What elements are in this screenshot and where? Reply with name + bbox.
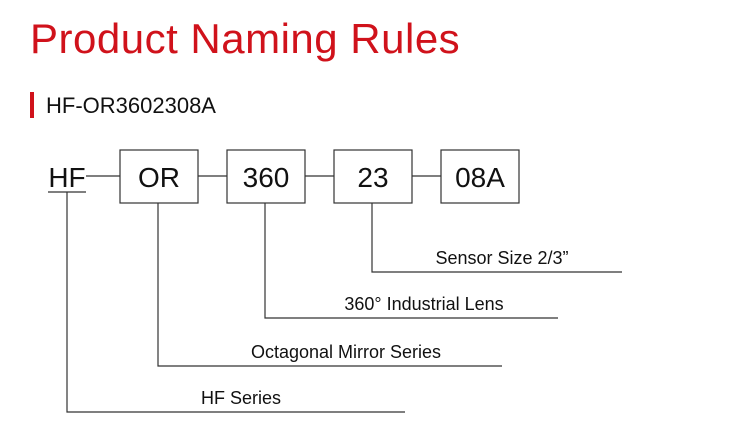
subtitle-accent-bar [30,92,34,118]
model-number: HF-OR3602308A [46,93,216,118]
description-sensor-size: Sensor Size 2/3” [435,248,568,268]
segment-box-23 [333,149,413,204]
segment-code-08a: 08A [455,162,505,193]
leader-line-or [157,203,502,367]
segment-code-360: 360 [243,162,290,193]
description-hf-series: HF Series [201,388,281,408]
leader-line-360 [264,203,558,319]
segment-box-or [119,149,199,204]
leader-line-hf [66,192,405,413]
segment-code-23: 23 [357,162,388,193]
segment-code-hf: HF [48,162,85,193]
description-industrial-lens: 360° Industrial Lens [344,294,503,314]
leader-line-23 [371,203,622,273]
description-mirror-series: Octagonal Mirror Series [251,342,441,362]
page-title: Product Naming Rules [30,15,461,62]
segment-box-08a [440,149,520,204]
segment-code-or: OR [138,162,180,193]
segment-box-360 [226,149,306,204]
